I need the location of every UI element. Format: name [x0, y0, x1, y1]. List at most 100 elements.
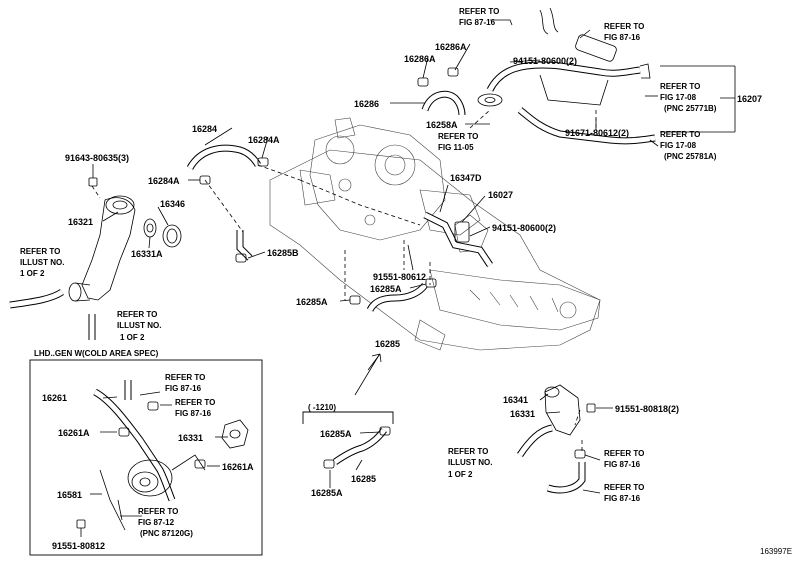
- svg-text:REFER TO: REFER TO: [438, 132, 478, 141]
- label-16284A-top[interactable]: 16284A: [248, 135, 280, 145]
- label-16027[interactable]: 16027: [488, 190, 513, 200]
- label-16285A-range-top[interactable]: 16285A: [320, 429, 352, 439]
- label-16347D[interactable]: 16347D: [450, 173, 482, 183]
- hose-16284-drawing: [186, 144, 269, 185]
- svg-text:FIG 87-12: FIG 87-12: [138, 518, 175, 527]
- refer-fig-87-16-lower-2[interactable]: REFER TO FIG 87-16: [604, 483, 644, 503]
- label-16286A-left[interactable]: 16286A: [404, 54, 436, 64]
- label-94151-80600-top[interactable]: 94151-80600(2): [513, 56, 577, 66]
- hose-16285-drawing: [349, 278, 437, 396]
- label-91551-80818[interactable]: 91551-80818(2): [615, 404, 679, 414]
- cold-area-drawing: [76, 380, 249, 537]
- svg-text:(PNC 87120G): (PNC 87120G): [140, 529, 193, 538]
- label-16207[interactable]: 16207: [737, 94, 762, 104]
- hose-16286-drawing: [417, 67, 466, 116]
- label-16261A-left[interactable]: 16261A: [58, 428, 90, 438]
- label-16285[interactable]: 16285: [375, 339, 400, 349]
- label-16285B[interactable]: 16285B: [267, 248, 299, 258]
- label-16581[interactable]: 16581: [57, 490, 82, 500]
- svg-text:FIG 87-16: FIG 87-16: [175, 409, 212, 418]
- svg-text:ILLUST NO.: ILLUST NO.: [20, 258, 64, 267]
- label-16261[interactable]: 16261: [42, 393, 67, 403]
- label-91643-80635[interactable]: 91643-80635(3): [65, 153, 129, 163]
- date-range-label: ( -1210): [308, 403, 336, 412]
- refer-fig-11-05[interactable]: REFER TO FIG 11-05: [438, 132, 478, 152]
- label-16285A-mid[interactable]: 16285A: [370, 284, 402, 294]
- label-91551-80612[interactable]: 91551-80612: [373, 272, 426, 282]
- water-inlet-16331-drawing: [517, 384, 596, 494]
- water-outlet-16321-drawing: [68, 177, 182, 302]
- refer-illust-left[interactable]: REFER TO ILLUST NO. 1 OF 2: [20, 247, 64, 278]
- svg-text:FIG 87-16: FIG 87-16: [604, 460, 641, 469]
- svg-text:REFER TO: REFER TO: [165, 373, 205, 382]
- label-94151-80600-mid[interactable]: 94151-80600(2): [492, 223, 556, 233]
- label-91551-80812[interactable]: 91551-80812: [52, 541, 105, 551]
- svg-text:REFER TO: REFER TO: [604, 449, 644, 458]
- refer-labels: REFER TO FIG 87-16 REFER TO FIG 87-16 RE…: [20, 7, 717, 538]
- pipe-16207-drawing: [477, 7, 656, 145]
- refer-fig-87-16-cold-1[interactable]: REFER TO FIG 87-16: [165, 373, 205, 393]
- svg-text:REFER TO: REFER TO: [20, 247, 60, 256]
- label-16261A-right[interactable]: 16261A: [222, 462, 254, 472]
- refer-fig-87-16-top[interactable]: REFER TO FIG 87-16: [459, 7, 499, 27]
- svg-text:(PNC 25771B): (PNC 25771B): [664, 104, 717, 113]
- svg-text:REFER TO: REFER TO: [660, 82, 700, 91]
- svg-text:FIG 87-16: FIG 87-16: [604, 494, 641, 503]
- refer-fig-87-16-lower-1[interactable]: REFER TO FIG 87-16: [604, 449, 644, 469]
- svg-text:REFER TO: REFER TO: [604, 22, 644, 31]
- svg-text:FIG 87-16: FIG 87-16: [165, 384, 202, 393]
- diagram-id: 163997E: [760, 547, 792, 556]
- svg-text:1 OF 2: 1 OF 2: [448, 470, 473, 479]
- label-16286A-top[interactable]: 16286A: [435, 42, 467, 52]
- turbocharger-assembly-drawing: [269, 117, 601, 351]
- label-16284[interactable]: 16284: [192, 124, 217, 134]
- part-labels: 16286A 16286A 16286 16284 16284A 16284A …: [42, 42, 762, 551]
- svg-text:1 OF 2: 1 OF 2: [20, 269, 45, 278]
- label-16285A-range-bottom[interactable]: 16285A: [311, 488, 343, 498]
- label-16331A[interactable]: 16331A: [131, 249, 163, 259]
- label-16285-range[interactable]: 16285: [351, 474, 376, 484]
- svg-text:FIG 11-05: FIG 11-05: [438, 143, 474, 152]
- svg-text:(PNC 25781A): (PNC 25781A): [664, 152, 717, 161]
- label-16284A-left[interactable]: 16284A: [148, 176, 180, 186]
- svg-text:ILLUST NO.: ILLUST NO.: [448, 458, 492, 467]
- date-range-section: [302, 411, 394, 488]
- refer-fig-17-08-25781A[interactable]: REFER TO FIG 17-08 (PNC 25781A): [660, 130, 717, 161]
- svg-text:REFER TO: REFER TO: [175, 398, 215, 407]
- pipe-16285B-drawing: [235, 230, 253, 263]
- svg-text:REFER TO: REFER TO: [660, 130, 700, 139]
- label-16346[interactable]: 16346: [160, 199, 185, 209]
- label-16285A-left[interactable]: 16285A: [296, 297, 328, 307]
- svg-text:FIG 87-16: FIG 87-16: [459, 18, 496, 27]
- leader-lines: [92, 19, 736, 494]
- svg-text:FIG 17-08: FIG 17-08: [660, 93, 697, 102]
- svg-text:REFER TO: REFER TO: [459, 7, 499, 16]
- refer-illust-mid-left[interactable]: REFER TO ILLUST NO. 1 OF 2: [117, 310, 161, 342]
- label-16331[interactable]: 16331: [510, 409, 535, 419]
- svg-text:1 OF 2: 1 OF 2: [120, 333, 145, 342]
- svg-text:REFER TO: REFER TO: [138, 507, 178, 516]
- cold-area-spec-box: [29, 359, 263, 556]
- svg-text:FIG 87-16: FIG 87-16: [604, 33, 641, 42]
- svg-text:ILLUST NO.: ILLUST NO.: [117, 321, 161, 330]
- hose-left-refer-drawing: [9, 288, 96, 340]
- refer-fig-87-16-cold-2[interactable]: REFER TO FIG 87-16: [175, 398, 215, 418]
- refer-fig-17-08-25771B[interactable]: REFER TO FIG 17-08 (PNC 25771B): [660, 82, 717, 113]
- svg-text:REFER TO: REFER TO: [604, 483, 644, 492]
- label-16321[interactable]: 16321: [68, 217, 93, 227]
- svg-text:FIG 17-08: FIG 17-08: [660, 141, 697, 150]
- label-16258A[interactable]: 16258A: [426, 120, 458, 130]
- refer-fig-87-16-topright[interactable]: REFER TO FIG 87-16: [604, 22, 644, 42]
- label-16341[interactable]: 16341: [503, 395, 528, 405]
- refer-fig-87-12[interactable]: REFER TO FIG 87-12 (PNC 87120G): [138, 507, 193, 538]
- svg-text:REFER TO: REFER TO: [448, 447, 488, 456]
- label-16331-cold[interactable]: 16331: [178, 433, 203, 443]
- label-16286[interactable]: 16286: [354, 99, 379, 109]
- svg-text:REFER TO: REFER TO: [117, 310, 157, 319]
- cold-area-title: LHD..GEN W(COLD AREA SPEC): [34, 349, 159, 358]
- leader-dashes: [91, 109, 597, 452]
- refer-illust-bottom[interactable]: REFER TO ILLUST NO. 1 OF 2: [448, 447, 492, 479]
- label-91671-80612[interactable]: 91671-80612(2): [565, 128, 629, 138]
